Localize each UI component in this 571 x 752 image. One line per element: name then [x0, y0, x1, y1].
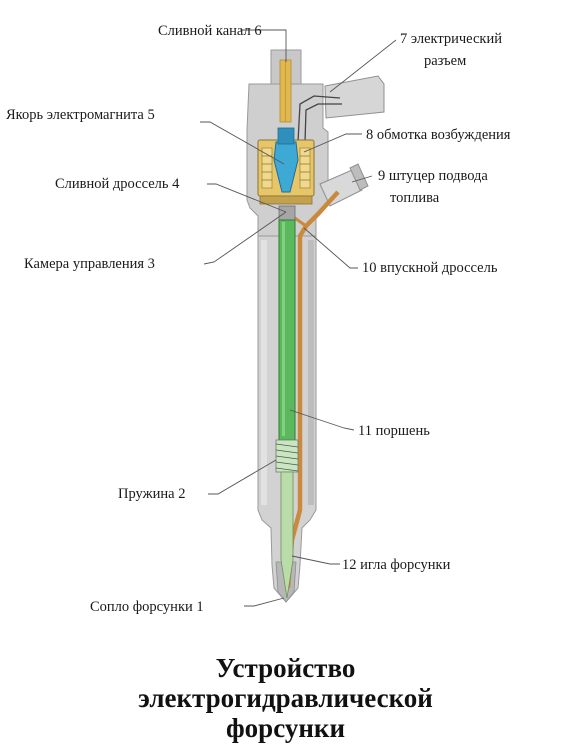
diagram-title: Устройство электрогидравлической форсунк… — [138, 653, 433, 743]
leader-drain-channel — [240, 29, 287, 62]
electrical-connector — [297, 75, 385, 143]
leader-inlet-throttle — [303, 227, 358, 269]
control-chamber — [278, 205, 296, 221]
leader-fitting — [351, 175, 373, 183]
coil-winding-left — [261, 147, 273, 189]
armature — [273, 141, 299, 193]
leader-drain-throttle — [207, 183, 287, 213]
needle — [280, 471, 294, 599]
label-coil: 8 обмотка возбуждения — [366, 127, 511, 143]
label-fitting-line2: топлива — [390, 190, 440, 206]
title-line2: электрогидравлической — [138, 683, 433, 713]
shaft-shade-right — [308, 240, 314, 505]
leader-spring — [208, 459, 277, 495]
label-connector-line1: 7 электрический — [400, 31, 502, 47]
solenoid-base — [259, 195, 313, 205]
shaft-shade — [261, 240, 267, 505]
armature-top — [277, 127, 295, 145]
label-control-chamber: Камера управления 3 — [24, 256, 155, 272]
piston — [278, 219, 296, 441]
coil-winding-right — [299, 147, 311, 189]
labels: Сливной канал 6 7 электрический разъем Я… — [6, 23, 511, 615]
leader-coil — [303, 133, 362, 153]
piston-highlight — [282, 222, 285, 436]
coil-turns — [262, 155, 310, 181]
label-drain-throttle: Сливной дроссель 4 — [55, 176, 180, 192]
title-line1: Устройство — [216, 653, 356, 683]
leader-nozzle — [244, 597, 285, 607]
solenoid-assembly — [257, 127, 315, 205]
leader-control-chamber — [203, 211, 287, 265]
label-spring: Пружина 2 — [118, 486, 185, 502]
spring — [275, 439, 299, 473]
connector-wire-2 — [304, 103, 342, 143]
leader-needle — [291, 555, 340, 565]
label-piston: 11 поршень — [358, 423, 430, 439]
fitting-rim — [349, 163, 369, 191]
label-nozzle: Сопло форсунки 1 — [90, 599, 204, 615]
leader-armature — [200, 121, 285, 165]
leader-connector — [329, 39, 397, 93]
label-armature: Якорь электромагнита 5 — [6, 107, 155, 123]
label-fitting-line1: 9 штуцер подвода — [378, 168, 488, 184]
title-line3: форсунки — [226, 713, 345, 743]
leader-piston — [289, 409, 355, 431]
label-inlet-throttle: 10 впускной дроссель — [362, 260, 498, 276]
connector-housing — [324, 75, 385, 119]
leader-lines — [200, 29, 397, 607]
label-needle: 12 игла форсунки — [342, 557, 451, 573]
connector-wire — [297, 95, 341, 143]
label-drain-channel: Сливной канал 6 — [158, 23, 262, 39]
label-connector-line2: разъем — [424, 53, 466, 69]
